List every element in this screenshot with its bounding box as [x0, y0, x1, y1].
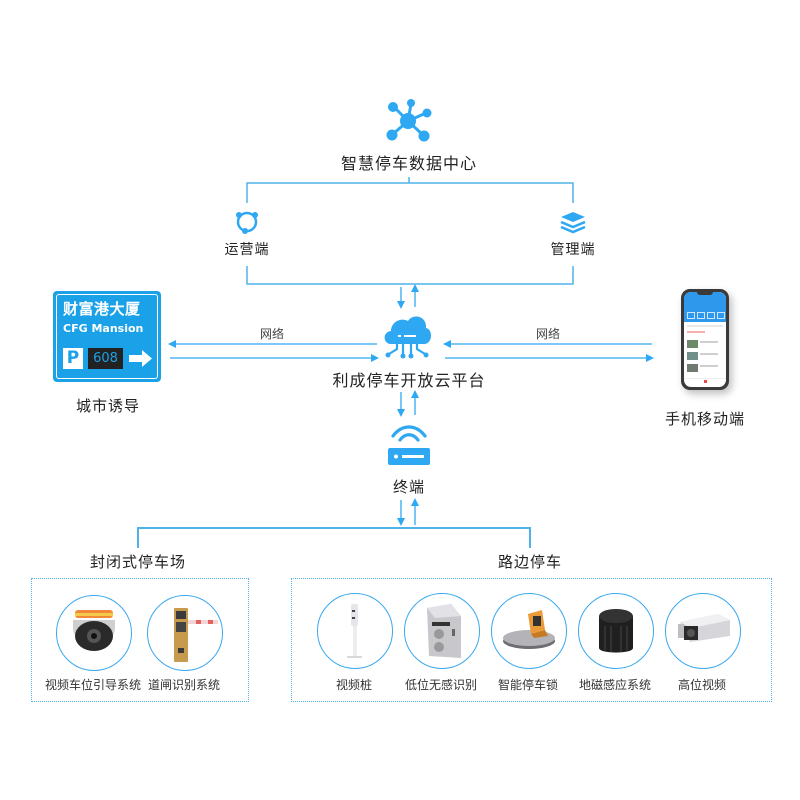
barrier-gate-icon [174, 608, 218, 662]
device-low-camera [404, 593, 480, 669]
data-center-label: 智慧停车数据中心 [340, 154, 478, 173]
high-camera-icon [678, 614, 730, 642]
device-label-high-camera: 高位视频 [677, 678, 727, 692]
sign-title-en: CFG Mansion [63, 322, 144, 335]
device-parking-lock [491, 593, 567, 669]
device-label-parking-lock: 智能停车锁 [497, 678, 559, 692]
device-barrier-gate [147, 595, 223, 671]
bottom-bracket [137, 527, 531, 548]
roadside-parking-title: 路边停车 [497, 553, 563, 571]
device-label-dome-camera: 视频车位引导系统 [44, 678, 142, 692]
network-right-label: 网络 [535, 327, 561, 341]
parking-letter: P [63, 348, 83, 369]
device-label-low-camera: 低位无感识别 [404, 678, 478, 692]
low-camera-icon [427, 604, 461, 658]
network-left-label: 网络 [259, 327, 285, 341]
closed-parking-box [31, 578, 249, 702]
geomagnetic-sensor-icon [599, 609, 633, 653]
cloud-circuit-icon [384, 316, 432, 359]
closed-parking-title: 封闭式停车场 [89, 553, 187, 571]
cloud-platform-label: 利成停车开放云平台 [332, 371, 486, 390]
parking-spaces-count: 608 [88, 348, 123, 369]
network-hub-icon [386, 99, 432, 142]
top-bracket [246, 182, 574, 203]
mobile-label: 手机移动端 [664, 410, 746, 428]
device-dome-camera [56, 595, 132, 671]
city-guidance-sign: 财富港大厦 CFG Mansion P 608 [53, 291, 161, 382]
device-label-video-pole: 视频桩 [335, 678, 373, 692]
parking-lock-icon [503, 610, 555, 649]
device-high-camera [665, 593, 741, 669]
city-guidance-label: 城市诱导 [75, 397, 141, 415]
terminal-label: 终端 [392, 478, 426, 496]
device-label-barrier-gate: 道闸识别系统 [147, 678, 221, 692]
device-video-pole [317, 593, 393, 669]
dome-camera-icon [73, 610, 115, 651]
roadside-parking-box [291, 578, 772, 702]
ops-client-label: 运营端 [224, 242, 270, 258]
smartphone-icon [681, 289, 729, 390]
middle-bracket [246, 266, 574, 285]
device-label-geomagnetic-sensor: 地磁感应系统 [578, 678, 652, 692]
right-arrow-icon [129, 350, 152, 367]
video-pole-icon [347, 604, 362, 658]
cycle-icon [236, 211, 258, 234]
sign-title-cn: 财富港大厦 [63, 300, 141, 318]
wireless-router-icon [388, 425, 430, 465]
mgmt-client-label: 管理端 [550, 242, 596, 258]
device-geomagnetic-sensor [578, 593, 654, 669]
layers-icon [560, 212, 586, 234]
